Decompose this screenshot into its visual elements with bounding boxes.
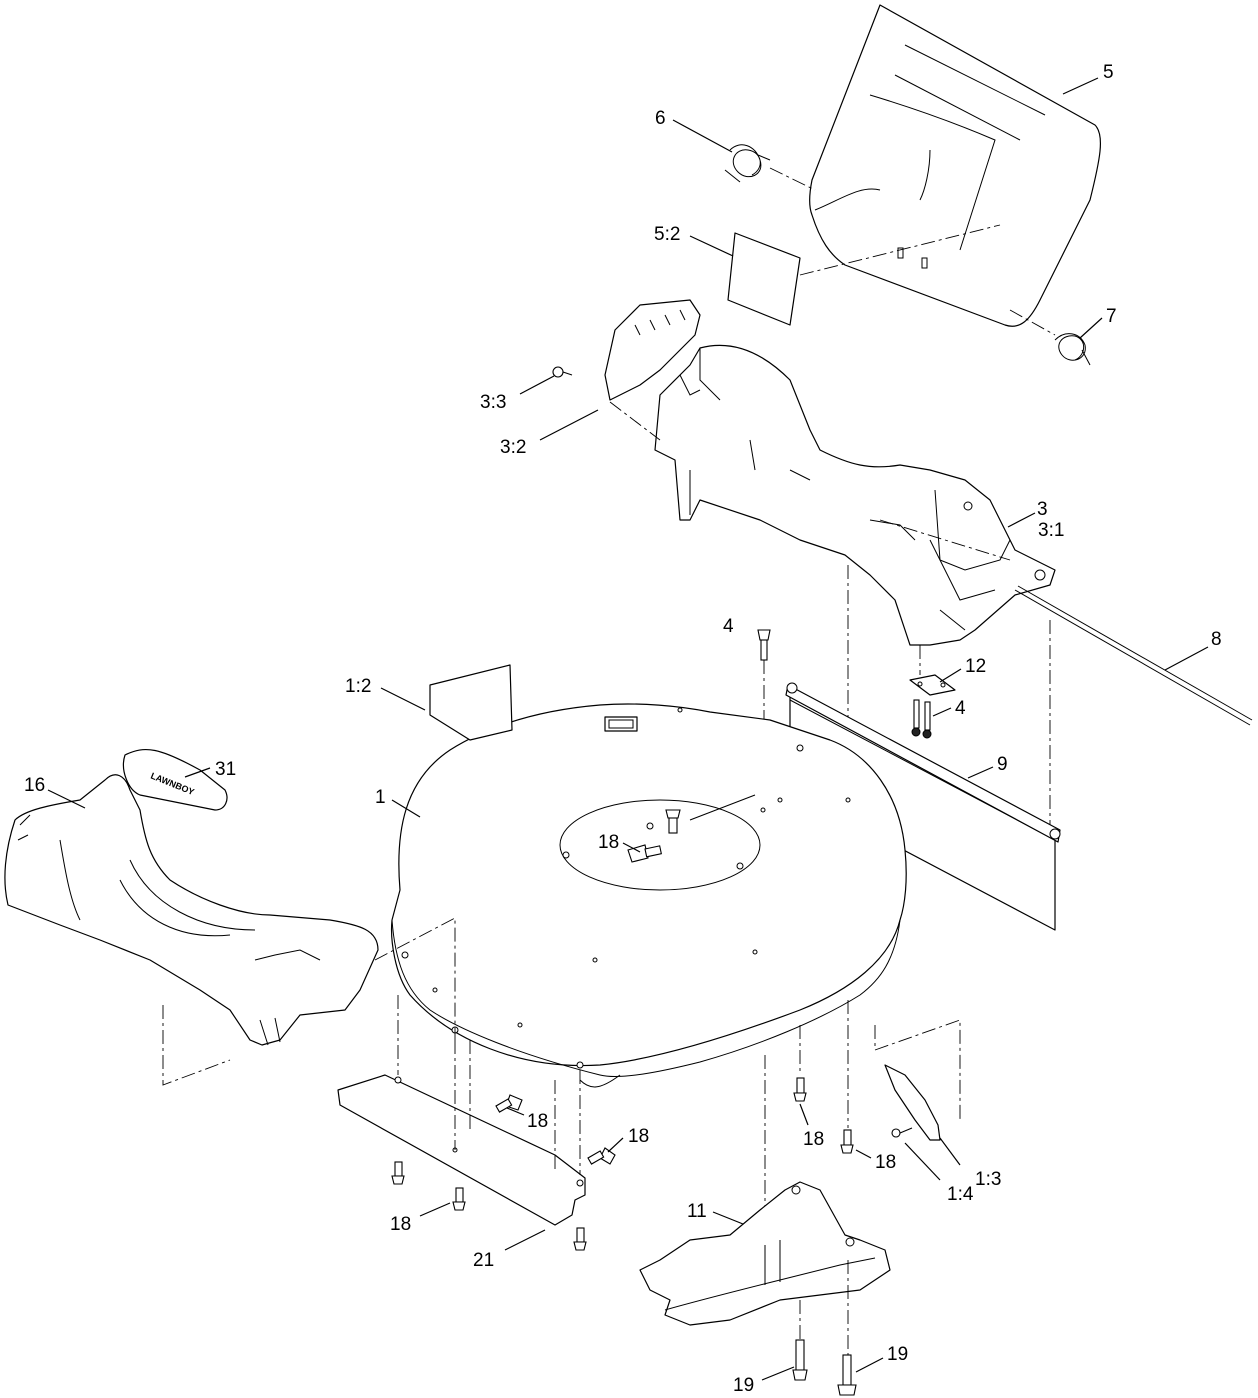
callout-labels: 5 6 5:2 7 3:3 3:2 3 3:1 4 8 12 4 1:2 9 1… (24, 62, 1222, 1396)
callout-12: 12 (965, 656, 986, 677)
screw-part-18-g (840, 1129, 854, 1154)
screw-part-18-d (452, 1187, 466, 1211)
screw-part-18-f (793, 1077, 807, 1102)
screw-part-18-a (495, 1094, 523, 1113)
callout-31: 31 (215, 759, 236, 780)
screw-part-18-e (573, 1227, 587, 1251)
rear-flap-part-5 (809, 4, 1101, 327)
callout-7: 7 (1106, 306, 1117, 327)
screw-part-1-4 (891, 1127, 913, 1138)
screw-part-3-3 (552, 366, 573, 378)
callout-21: 21 (473, 1250, 494, 1271)
callout-16: 16 (24, 775, 45, 796)
callout-3-3: 3:3 (480, 392, 506, 413)
screw-part-18-b (587, 1147, 616, 1165)
callout-19-left: 19 (733, 1375, 754, 1396)
callout-18-d: 18 (803, 1129, 824, 1150)
callout-4-right: 4 (955, 698, 966, 719)
callout-1: 1 (375, 787, 386, 808)
screw-part-18-c (391, 1161, 405, 1185)
screw-part-19-right (837, 1354, 857, 1396)
callout-19-right: 19 (887, 1344, 908, 1365)
callout-1-4: 1:4 (947, 1184, 974, 1205)
side-plate-part-3-2 (604, 299, 701, 401)
leader-lines (47, 77, 1209, 1381)
callout-18-e: 18 (875, 1152, 896, 1173)
flap-plate-part-1-2 (429, 664, 513, 741)
callout-3: 3 (1037, 499, 1048, 520)
callout-6: 6 (655, 108, 666, 129)
rear-bumper-part-16 (4, 774, 379, 1046)
rod-part-8 (1014, 585, 1253, 726)
callout-18-center: 18 (598, 832, 619, 853)
callout-5: 5 (1103, 62, 1114, 83)
callout-1-3: 1:3 (975, 1169, 1001, 1190)
screw-part-19-left (792, 1339, 808, 1381)
screws-part-4-pair (911, 699, 932, 739)
callout-9: 9 (997, 754, 1008, 775)
callout-5-2: 5:2 (654, 224, 680, 245)
label-pad-part-5-2 (727, 232, 801, 326)
callout-4-top: 4 (723, 616, 734, 637)
spring-part-7 (1054, 333, 1091, 366)
callout-18-a: 18 (527, 1111, 548, 1132)
callout-18-b: 18 (628, 1126, 649, 1147)
lower-cover-part-11 (639, 1181, 891, 1326)
deck-part-1 (390, 703, 907, 1088)
callout-11: 11 (687, 1201, 707, 1222)
logo-plate-part-31: LAWNBOY (122, 749, 228, 811)
spring-part-6 (724, 144, 771, 183)
callout-18-c: 18 (390, 1214, 411, 1235)
callout-3-1: 3:1 (1038, 520, 1064, 541)
screw-part-18-center-b (627, 844, 662, 863)
screw-part-4-top (757, 629, 771, 661)
deflector-part-1-3 (884, 1064, 941, 1141)
callout-8: 8 (1211, 629, 1222, 650)
screw-part-18-center-a (665, 809, 681, 834)
callout-1-2: 1:2 (345, 676, 371, 697)
rear-frame-part-3 (654, 344, 1056, 646)
callout-3-2: 3:2 (500, 437, 526, 458)
bracket-part-12 (909, 674, 956, 696)
